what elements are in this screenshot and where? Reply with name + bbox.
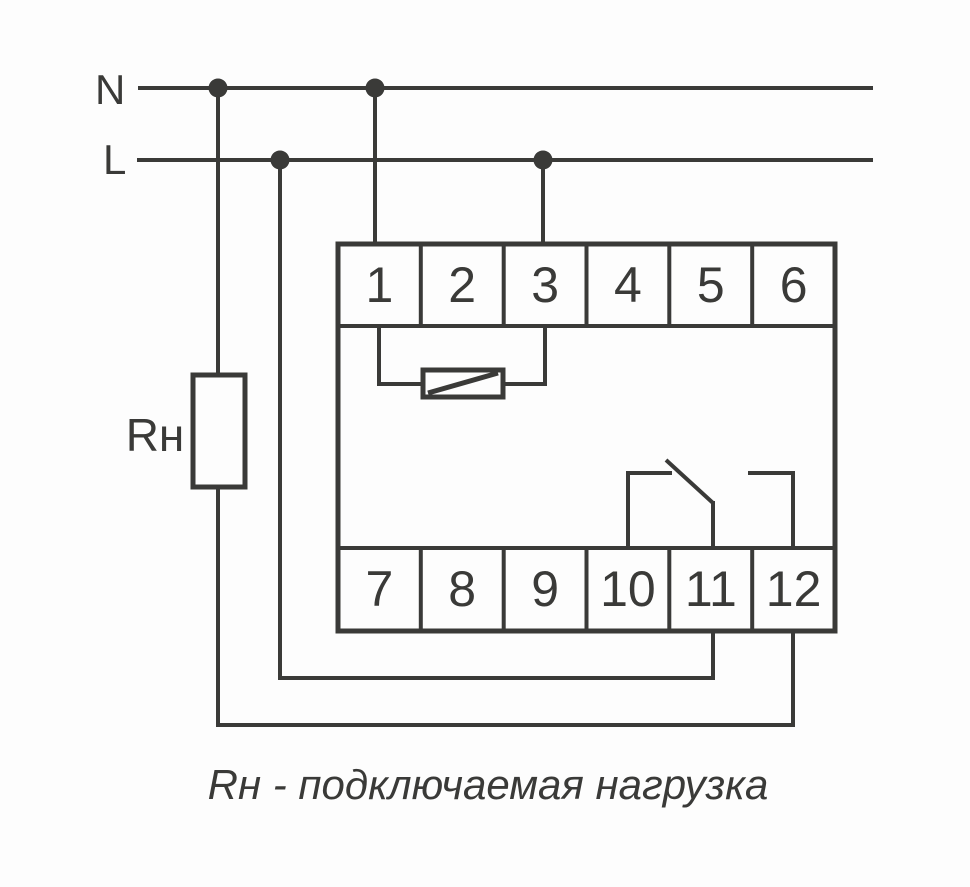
wire-l-to-terminal11 bbox=[278, 160, 715, 680]
coil-diagonal bbox=[427, 370, 499, 396]
terminal-3-label: 3 bbox=[531, 257, 559, 313]
terminal-5-label: 5 bbox=[697, 257, 725, 313]
load-resistor-symbol bbox=[190, 372, 248, 490]
line-bus-label: L bbox=[103, 136, 127, 183]
line-branch bbox=[278, 160, 715, 680]
power-lines: N L bbox=[95, 66, 873, 183]
terminal-10-label: 10 bbox=[600, 561, 656, 617]
terminal-8-label: 8 bbox=[448, 561, 476, 617]
wire-terminal1-to-coil bbox=[377, 326, 425, 386]
terminal-6-label: 6 bbox=[780, 257, 808, 313]
terminal-7-label: 7 bbox=[365, 561, 393, 617]
terminal-11-label: 11 bbox=[685, 561, 737, 617]
diagram-caption: Rн - подключаемая нагрузка bbox=[208, 761, 769, 808]
neutral-bus-label: N bbox=[95, 66, 126, 113]
load-branch: Rн bbox=[126, 88, 795, 727]
contact-fixed-terminal12 bbox=[748, 471, 795, 548]
load-label: Rн bbox=[126, 409, 185, 461]
wire-load-to-terminal12 bbox=[216, 487, 795, 727]
relay-contact bbox=[626, 458, 795, 548]
contact-moving-arm bbox=[664, 458, 715, 505]
wire-coil-to-terminal3 bbox=[501, 326, 547, 386]
terminal-1-label: 1 bbox=[365, 257, 393, 313]
device-body: 1 2 3 4 5 6 7 8 9 10 11 12 bbox=[335, 241, 838, 634]
contact-fixed-terminal10 bbox=[626, 471, 672, 548]
supply-drops bbox=[373, 88, 545, 246]
terminal-2-label: 2 bbox=[448, 257, 476, 313]
terminal-9-label: 9 bbox=[531, 561, 559, 617]
coil-circuit bbox=[377, 326, 547, 400]
terminal-12-label: 12 bbox=[766, 561, 822, 617]
terminal-4-label: 4 bbox=[614, 257, 642, 313]
